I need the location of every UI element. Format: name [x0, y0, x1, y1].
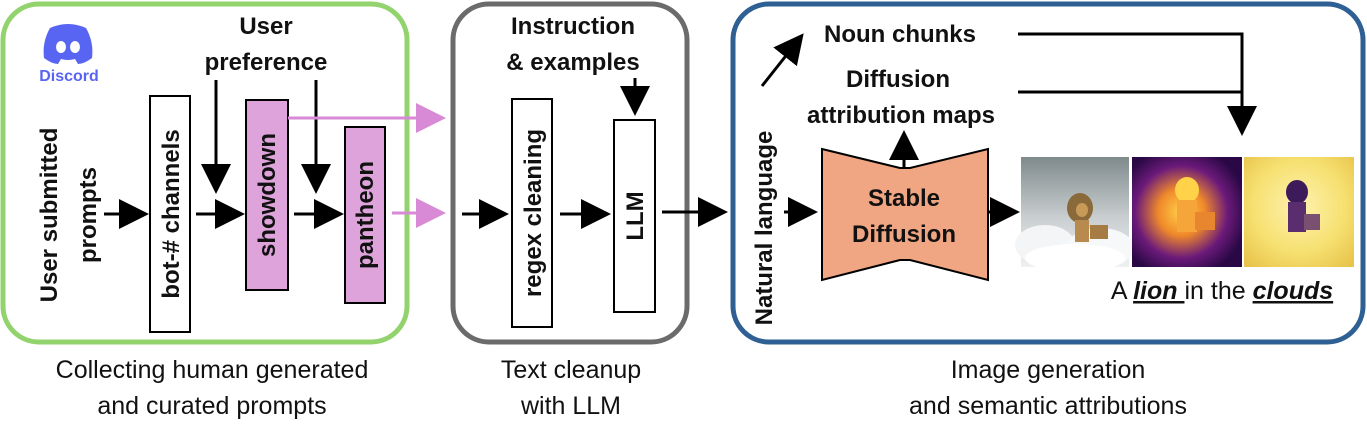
cleanup-caption-line1: Text cleanup: [501, 356, 641, 384]
cleanup-caption-line2: with LLM: [520, 392, 621, 420]
cleanup-panel: [450, 1, 690, 345]
prompt-lion: lion: [1133, 277, 1184, 305]
clouds-attribution-map: [1244, 157, 1354, 267]
collect-caption-line1: Collecting human generated: [56, 356, 369, 384]
bot-channels-box: [149, 95, 191, 333]
llm-box: [613, 119, 656, 313]
attribution-maps-line1: Diffusion: [846, 66, 950, 93]
input-label-line1: User submitted: [36, 128, 63, 303]
attribution-maps-line2: attribution maps: [807, 102, 995, 129]
input-label-line2: prompts: [75, 167, 102, 263]
bot-channels-label: bot-# channels: [158, 129, 185, 298]
noun-chunks-connector: [1018, 32, 1257, 136]
natural-language-label: Natural language: [751, 131, 778, 326]
generated-lion-image: [1015, 157, 1134, 272]
discord-label: Discord: [39, 68, 99, 85]
stable-diffusion-line1: Stable: [868, 185, 940, 212]
regex-label: regex cleaning: [520, 129, 547, 297]
pantheon-box: [344, 126, 386, 304]
generation-caption-line1: Image generation: [951, 356, 1146, 384]
prompt-clouds: clouds: [1253, 277, 1334, 305]
instruction-line2: & examples: [506, 49, 639, 76]
stable-diffusion-line2: Diffusion: [852, 221, 956, 248]
lion-attribution-map: [1132, 157, 1242, 267]
stable-diffusion-shape: [821, 147, 989, 282]
llm-label: LLM: [622, 191, 649, 240]
discord-logo-icon: [43, 24, 93, 64]
user-preference-line1: User: [239, 13, 292, 40]
instruction-line1: Instruction: [511, 13, 635, 40]
noun-chunks-label: Noun chunks: [824, 21, 976, 48]
prompt-a: A: [1111, 277, 1133, 305]
user-preference-line2: preference: [205, 49, 328, 76]
regex-box: [511, 98, 553, 328]
collect-caption-line2: and curated prompts: [97, 392, 326, 420]
prompt-mid: in the: [1184, 277, 1252, 305]
arrow-to-noun-chunks: [760, 33, 804, 87]
collect-panel: [0, 1, 410, 345]
generation-panel: [730, 1, 1366, 345]
pantheon-label: pantheon: [352, 161, 379, 269]
generation-caption-line2: and semantic attributions: [909, 392, 1187, 420]
showdown-box: [245, 99, 289, 291]
prompt-text: A lion in the clouds: [1111, 277, 1333, 305]
showdown-label: showdown: [254, 133, 281, 257]
